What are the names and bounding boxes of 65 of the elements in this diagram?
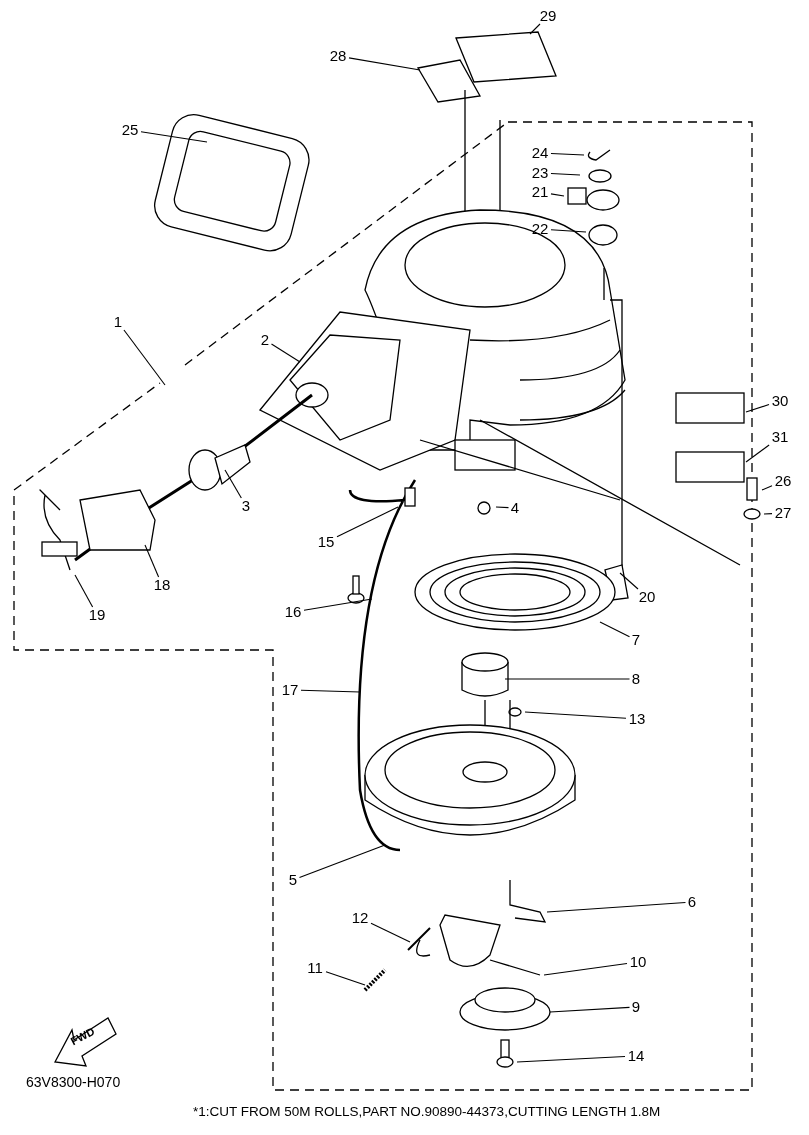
leader-line — [761, 485, 773, 491]
callout-number: 12 — [349, 910, 371, 926]
leader-line — [546, 901, 687, 913]
callout-number: 22 — [529, 221, 551, 237]
callout-number: 13 — [626, 711, 648, 727]
callout-number: 16 — [282, 604, 304, 620]
callout-number: 10 — [627, 954, 649, 970]
leader-line — [549, 1006, 631, 1013]
callout-number: 27 — [772, 505, 794, 521]
leader-line — [504, 678, 631, 680]
leader-line — [370, 922, 411, 943]
leader-line — [550, 229, 587, 233]
footnote: *1:CUT FROM 50M ROLLS,PART NO.90890-44373,CUTTING LENGTH 1.8M — [193, 1104, 661, 1119]
callout-number: 30 — [769, 393, 791, 409]
leader-line — [74, 574, 94, 608]
callout-number: 14 — [625, 1048, 647, 1064]
callout-number: 31 — [769, 429, 791, 445]
callout-number: 21 — [529, 184, 551, 200]
leader-line — [300, 689, 361, 693]
callout-number: 1 — [111, 314, 125, 330]
leader-line — [524, 711, 627, 719]
leader-line — [745, 404, 770, 413]
callout-number: 7 — [629, 632, 643, 648]
leader-line — [224, 469, 242, 499]
leader-line — [550, 173, 581, 176]
leader-line — [495, 506, 510, 509]
leader-line — [619, 572, 639, 590]
drawing-code: 63V8300-H070 — [26, 1074, 121, 1090]
callout-number: 3 — [239, 498, 253, 514]
leader-line — [745, 444, 770, 463]
leader-line — [325, 971, 366, 986]
callout-number: 23 — [529, 165, 551, 181]
callout-number: 29 — [537, 8, 559, 24]
callout-number: 9 — [629, 999, 643, 1015]
leader-line — [336, 506, 399, 538]
leader-line — [298, 844, 386, 879]
leader-line — [516, 1056, 626, 1063]
callout-number: 18 — [151, 577, 173, 593]
callout-number: 5 — [286, 872, 300, 888]
leader-line — [529, 23, 541, 35]
leader-line — [270, 343, 301, 363]
direction-label: FWD — [68, 1024, 97, 1048]
leader-line — [144, 544, 160, 578]
callout-number: 2 — [258, 332, 272, 348]
leader-line — [123, 329, 166, 386]
callout-number: 20 — [636, 589, 658, 605]
leader-line — [550, 193, 565, 197]
callout-number: 15 — [315, 534, 337, 550]
callout-number: 24 — [529, 145, 551, 161]
leader-line — [763, 513, 773, 515]
leader-line — [140, 131, 208, 143]
callout-number: 4 — [508, 500, 522, 516]
leader-line — [599, 621, 631, 638]
callout-number: 28 — [327, 48, 349, 64]
callout-number: 25 — [119, 122, 141, 138]
callout-number: 19 — [86, 607, 108, 623]
leader-line — [543, 962, 628, 976]
callout-number: 6 — [685, 894, 699, 910]
leader-line — [550, 152, 585, 156]
callout-number: 26 — [772, 473, 794, 489]
callout-number: 17 — [279, 682, 301, 698]
leader-line — [348, 57, 421, 71]
callout-number: 8 — [629, 671, 643, 687]
leader-line — [303, 598, 373, 611]
callout-number: 11 — [304, 960, 326, 976]
